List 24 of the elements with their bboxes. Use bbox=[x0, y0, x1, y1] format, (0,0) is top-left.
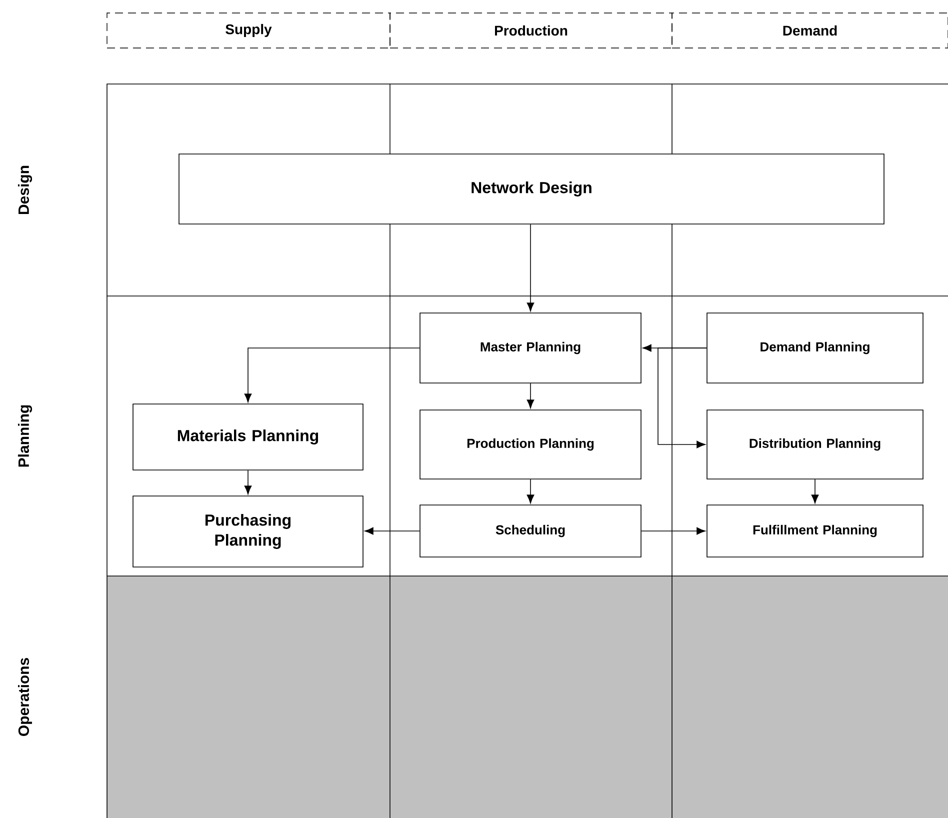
row-label: Design bbox=[18, 166, 32, 214]
row-label: Operations bbox=[18, 658, 32, 736]
process-box: Materials Planning bbox=[132, 404, 364, 470]
arrow bbox=[244, 470, 252, 494]
arrow bbox=[244, 348, 420, 402]
process-box: Fulfillment Planning bbox=[706, 504, 924, 558]
column-header: Production bbox=[390, 12, 672, 48]
arrow bbox=[364, 527, 420, 535]
process-box: Network Design bbox=[178, 154, 884, 224]
arrow bbox=[526, 224, 534, 312]
row-label: Planning bbox=[18, 405, 32, 467]
arrow bbox=[526, 478, 534, 504]
process-box: Purchasing Planning bbox=[132, 496, 364, 568]
process-box: Master Planning bbox=[420, 312, 642, 384]
column-header: Demand bbox=[672, 12, 948, 48]
arrow bbox=[641, 527, 706, 535]
arrow bbox=[811, 478, 819, 504]
process-box: Production Planning bbox=[420, 410, 642, 480]
process-box: Distribution Planning bbox=[706, 410, 924, 480]
arrow bbox=[658, 348, 707, 448]
column-header: Supply bbox=[106, 12, 390, 48]
process-box: Scheduling bbox=[420, 504, 642, 558]
arrow bbox=[526, 382, 534, 408]
process-box: Demand Planning bbox=[706, 312, 924, 384]
